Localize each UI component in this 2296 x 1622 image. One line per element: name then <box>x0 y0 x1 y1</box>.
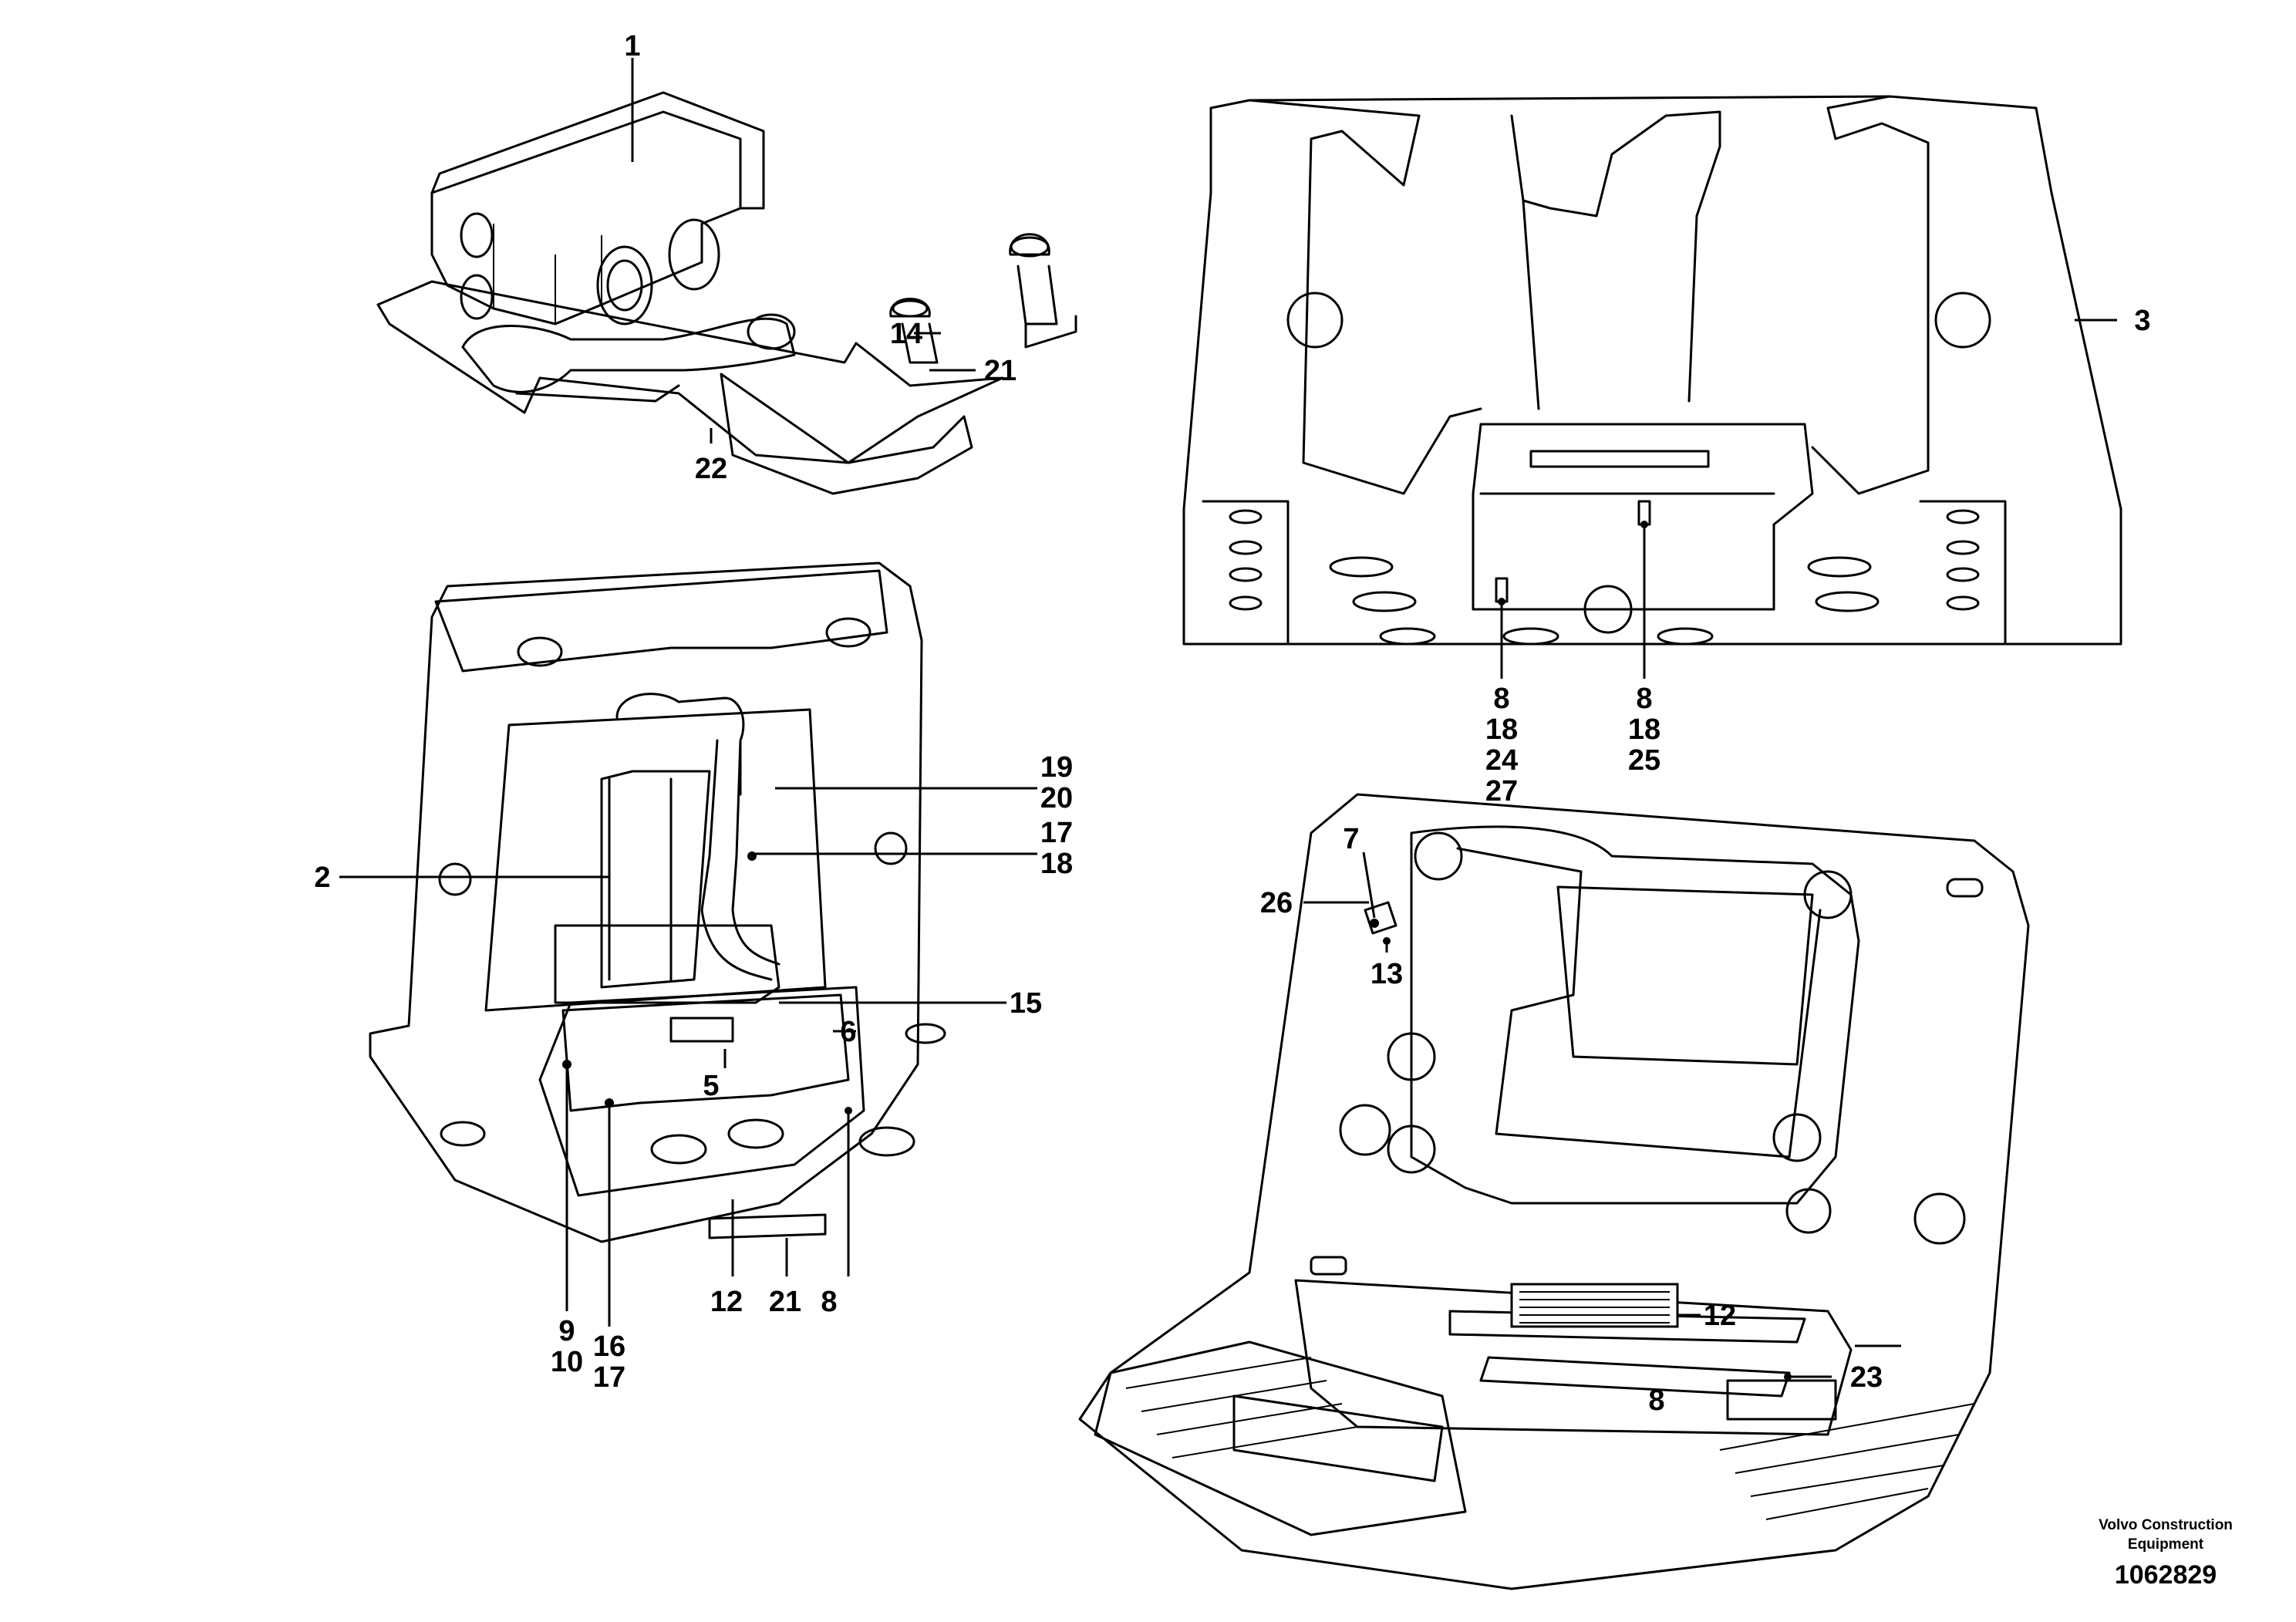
callout-21: 21 <box>984 355 1017 387</box>
rear-panel-assembly <box>1182 95 2122 646</box>
callout-18: 18 <box>1628 713 1660 746</box>
callout-2: 2 <box>314 862 330 894</box>
floor-grille <box>1125 1357 1975 1520</box>
callout-20: 20 <box>1040 782 1073 814</box>
callout-labels: 1 14 21 22 3 8 18 24 27 8 18 25 19 20 2 … <box>314 30 2150 1417</box>
callout-24: 24 <box>1485 744 1518 777</box>
document-number: 1062829 <box>2115 1560 2217 1590</box>
credit-line-1: Volvo Construction <box>2099 1517 2233 1533</box>
callout-7: 7 <box>1343 823 1359 855</box>
callout-17: 17 <box>1040 817 1073 849</box>
callout-26: 26 <box>1260 887 1293 919</box>
leader-lines <box>339 58 2117 1378</box>
callout-8: 8 <box>1636 683 1652 715</box>
footer: Volvo Construction Equipment 1062829 <box>2099 1517 2233 1590</box>
callout-8: 8 <box>1493 683 1509 715</box>
callout-10: 10 <box>551 1346 583 1378</box>
callout-8: 8 <box>1648 1384 1664 1417</box>
callout-13: 13 <box>1371 958 1403 990</box>
callout-22: 22 <box>695 453 727 485</box>
callout-3: 3 <box>2134 305 2150 337</box>
callout-16: 16 <box>593 1330 625 1363</box>
callout-12: 12 <box>1704 1300 1736 1332</box>
callout-14: 14 <box>890 318 922 350</box>
credit-line-2: Equipment <box>2128 1536 2204 1553</box>
callout-19: 19 <box>1040 751 1073 784</box>
callout-25: 25 <box>1628 744 1660 777</box>
callout-23: 23 <box>1850 1361 1883 1394</box>
callout-12: 12 <box>710 1286 743 1318</box>
callout-15: 15 <box>1010 987 1042 1020</box>
callout-27: 27 <box>1485 775 1518 808</box>
heater-unit-assembly <box>376 91 1077 495</box>
callout-1: 1 <box>624 30 640 62</box>
callout-6: 6 <box>840 1016 856 1048</box>
callout-21: 21 <box>769 1286 801 1318</box>
callout-18: 18 <box>1485 713 1518 746</box>
callout-8: 8 <box>821 1286 837 1318</box>
dashboard-assembly <box>1078 793 2030 1590</box>
duct-assembly <box>369 561 946 1243</box>
callout-18: 18 <box>1040 848 1073 880</box>
callout-5: 5 <box>703 1070 719 1102</box>
callout-17: 17 <box>593 1361 625 1394</box>
callout-9: 9 <box>558 1315 575 1347</box>
